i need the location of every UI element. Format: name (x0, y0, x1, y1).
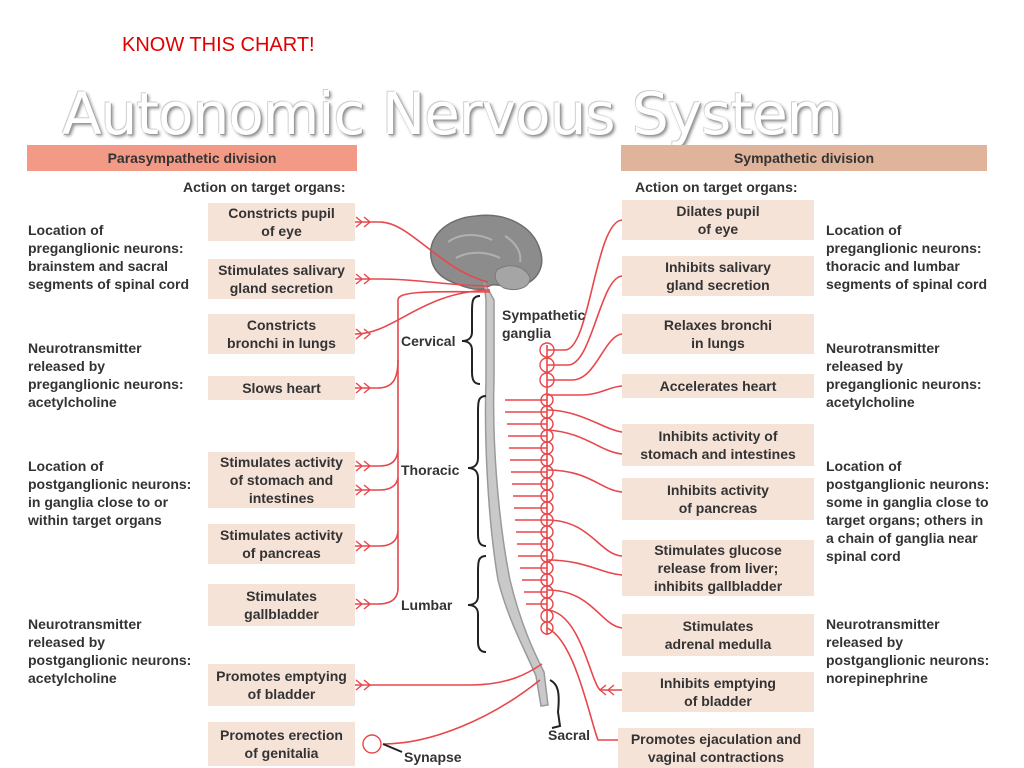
symp-action-inhibits-salivary: Inhibits salivary gland secretion (622, 256, 814, 296)
symp-action-adrenal-medulla: Stimulates adrenal medulla (622, 614, 814, 656)
para-action-slows-heart: Slows heart (208, 376, 355, 400)
symp-action-accelerates-heart: Accelerates heart (622, 374, 814, 398)
nerve-salivary (355, 278, 491, 287)
symp-action-inhibits-stomach: Inhibits activity of stomach and intesti… (622, 424, 814, 466)
brain-illustration (429, 214, 543, 291)
symp-note-postganglionic-transmitter: Neurotransmitter released by postganglio… (826, 616, 990, 686)
nerve-heart-symp (547, 385, 623, 396)
para-note-preganglionic-transmitter: Neurotransmitter released by preganglion… (28, 340, 184, 410)
nerve-liver-symp (546, 519, 623, 557)
nerve-genital-symp (546, 627, 622, 741)
nerve-bronchi-para (354, 289, 491, 335)
para-note-postganglionic-location: Location of postganglionic neurons: in g… (28, 458, 192, 528)
para-action-constricts-bronchi: Constricts bronchi in lungs (208, 314, 355, 354)
ganglia-circles (362, 342, 555, 754)
para-action-salivary-secretion: Stimulates salivary gland secretion (208, 259, 355, 299)
para-action-pancreas: Stimulates activity of pancreas (208, 524, 355, 564)
parasympathetic-header: Parasympathetic division (27, 145, 357, 171)
symp-action-inhibits-pancreas: Inhibits activity of pancreas (622, 478, 814, 520)
para-note-preganglionic-location: Location of preganglionic neurons: brain… (28, 222, 190, 292)
nerve-pupil-symp (547, 219, 623, 351)
nerve-genitalia-para (382, 679, 541, 745)
symp-note-preganglionic-transmitter: Neurotransmitter released by preganglion… (826, 340, 982, 410)
nerve-vagus (355, 290, 491, 389)
para-action-stomach-intestines: Stimulates activity of stomach and intes… (208, 452, 355, 508)
nerve-pupil (355, 221, 489, 283)
para-action-gallbladder: Stimulates gallbladder (208, 584, 355, 626)
region-braces (382, 295, 562, 753)
nerve-bladder-para (355, 663, 543, 686)
symp-action-ejaculation: Promotes ejaculation and vaginal contrac… (618, 728, 814, 768)
nerve-adrenal-symp (546, 589, 623, 629)
nerve-gut-symp-b (546, 429, 623, 455)
nerve-liver-symp-b (546, 559, 623, 576)
para-action-constricts-pupil: Constricts pupil of eye (208, 203, 355, 241)
nerve-salivary-symp (547, 275, 623, 366)
sympathetic-header: Sympathetic division (621, 145, 987, 171)
symp-action-glucose-liver: Stimulates glucose release from liver; i… (622, 540, 814, 596)
nerve-pancreas-symp (546, 469, 623, 493)
symp-note-postganglionic-location: Location of postganglionic neurons: some… (826, 458, 990, 564)
para-action-emptying-bladder: Promotes emptying of bladder (208, 664, 355, 706)
para-action-erection-genitalia: Promotes erection of genitalia (208, 722, 355, 766)
nerve-bladder-symp (546, 609, 622, 691)
label-thoracic: Thoracic (401, 462, 460, 478)
label-synapse: Synapse (404, 749, 462, 765)
sympathetic-action-heading: Action on target organs: (635, 179, 798, 195)
label-sympathetic-ganglia: Sympathetic ganglia (502, 307, 586, 341)
label-cervical: Cervical (401, 333, 456, 349)
para-note-postganglionic-transmitter: Neurotransmitter released by postganglio… (28, 616, 192, 686)
symp-action-inhibits-bladder: Inhibits emptying of bladder (622, 672, 814, 712)
know-this-notice: KNOW THIS CHART! (122, 34, 315, 56)
slide-title: Autonomic Nervous System (62, 80, 843, 148)
symp-action-dilates-pupil: Dilates pupil of eye (622, 200, 814, 240)
symp-action-relaxes-bronchi: Relaxes bronchi in lungs (622, 314, 814, 354)
label-sacral: Sacral (548, 727, 591, 743)
label-lumbar: Lumbar (401, 597, 453, 613)
synapse-circle (362, 734, 382, 754)
spinal-cord (483, 281, 549, 707)
nerve-vagus-branches (355, 360, 399, 605)
sympathetic-preganglionic-fibers (505, 399, 547, 605)
nerve-gut-symp-a (546, 409, 623, 433)
parasympathetic-action-heading: Action on target organs: (183, 179, 346, 195)
symp-note-preganglionic-location: Location of preganglionic neurons: thora… (826, 222, 988, 292)
nerve-bronchi-symp (547, 333, 623, 381)
